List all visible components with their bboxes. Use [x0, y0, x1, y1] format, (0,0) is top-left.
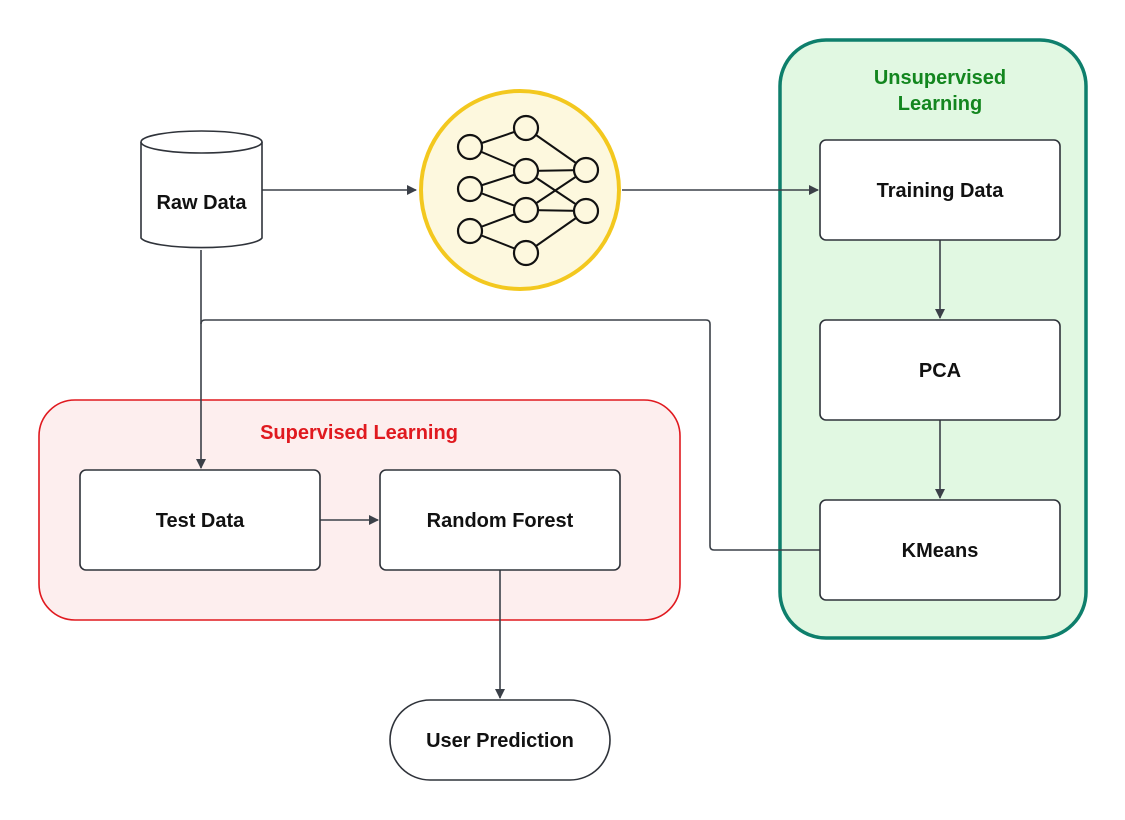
pca-label: PCA	[919, 360, 961, 382]
random-forest-box	[379, 469, 621, 571]
random-forest-label: Random Forest	[427, 510, 574, 532]
training-data-node: Training Data	[819, 139, 1061, 241]
raw-data-cylinder-body	[140, 142, 263, 249]
neural-network-icon	[419, 89, 621, 291]
raw-data-cylinder-top	[140, 130, 263, 154]
training-data-box	[819, 139, 1061, 241]
test-data-node: Test Data	[79, 469, 321, 571]
unsupervised-learning-label-line1: Unsupervised	[874, 67, 1006, 89]
user-prediction-node: User Prediction	[389, 699, 611, 781]
pca-box	[819, 319, 1061, 421]
kmeans-label: KMeans	[902, 540, 979, 562]
raw-data-label: Raw Data	[156, 192, 247, 214]
edges	[196, 185, 945, 699]
neural-network-neurons	[456, 114, 600, 267]
edge-kmeans-to-test-data	[200, 319, 820, 551]
supervised-learning-label: Supervised Learning	[260, 422, 458, 444]
unsupervised-learning-label-line2: Learning	[898, 93, 982, 115]
pca-node: PCA	[819, 319, 1061, 421]
raw-data-node: Raw Data	[140, 130, 263, 249]
training-data-label: Training Data	[877, 180, 1005, 202]
user-prediction-label: User Prediction	[426, 730, 574, 752]
test-data-label: Test Data	[156, 510, 245, 532]
random-forest-node: Random Forest	[379, 469, 621, 571]
test-data-box	[79, 469, 321, 571]
kmeans-box	[819, 499, 1061, 601]
kmeans-node: KMeans	[819, 499, 1061, 601]
user-prediction-terminal	[389, 699, 611, 781]
